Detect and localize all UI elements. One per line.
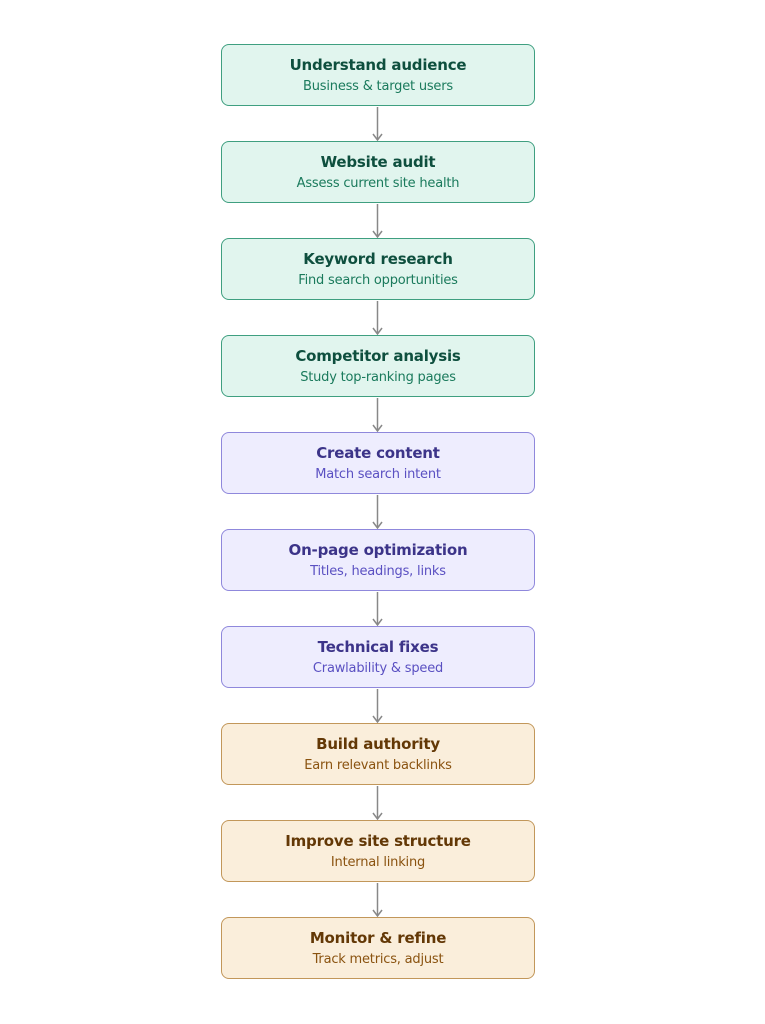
- step-understand-audience: Understand audience Business & target us…: [221, 44, 535, 106]
- down-arrow-icon: [372, 786, 383, 820]
- step-subtitle: Find search opportunities: [298, 272, 458, 288]
- step-title: Keyword research: [303, 249, 453, 268]
- step-improve-site-structure: Improve site structure Internal linking: [221, 820, 535, 882]
- step-subtitle: Track metrics, adjust: [312, 951, 444, 967]
- down-arrow-icon: [372, 592, 383, 626]
- step-website-audit: Website audit Assess current site health: [221, 141, 535, 203]
- step-title: Improve site structure: [285, 831, 471, 850]
- down-arrow-icon: [372, 495, 383, 529]
- step-title: Competitor analysis: [295, 346, 461, 365]
- step-build-authority: Build authority Earn relevant backlinks: [221, 723, 535, 785]
- step-subtitle: Assess current site health: [296, 175, 460, 191]
- step-subtitle: Earn relevant backlinks: [304, 757, 452, 773]
- down-arrow-icon: [372, 398, 383, 432]
- step-title: Create content: [316, 443, 440, 462]
- step-subtitle: Study top-ranking pages: [300, 369, 456, 385]
- step-technical-fixes: Technical fixes Crawlability & speed: [221, 626, 535, 688]
- step-on-page-optimization: On-page optimization Titles, headings, l…: [221, 529, 535, 591]
- down-arrow-icon: [372, 204, 383, 238]
- down-arrow-icon: [372, 301, 383, 335]
- step-title: Understand audience: [289, 55, 467, 74]
- step-competitor-analysis: Competitor analysis Study top-ranking pa…: [221, 335, 535, 397]
- down-arrow-icon: [372, 689, 383, 723]
- step-subtitle: Business & target users: [303, 78, 453, 94]
- step-subtitle: Crawlability & speed: [312, 660, 444, 676]
- step-keyword-research: Keyword research Find search opportuniti…: [221, 238, 535, 300]
- step-title: Technical fixes: [317, 637, 439, 656]
- step-title: Monitor & refine: [309, 928, 447, 947]
- down-arrow-icon: [372, 883, 383, 917]
- step-subtitle: Match search intent: [315, 466, 441, 482]
- step-title: Build authority: [316, 734, 440, 753]
- step-create-content: Create content Match search intent: [221, 432, 535, 494]
- step-title: On-page optimization: [288, 540, 468, 559]
- step-subtitle: Internal linking: [330, 854, 426, 870]
- down-arrow-icon: [372, 107, 383, 141]
- step-title: Website audit: [320, 152, 436, 171]
- step-monitor-refine: Monitor & refine Track metrics, adjust: [221, 917, 535, 979]
- step-subtitle: Titles, headings, links: [310, 563, 446, 579]
